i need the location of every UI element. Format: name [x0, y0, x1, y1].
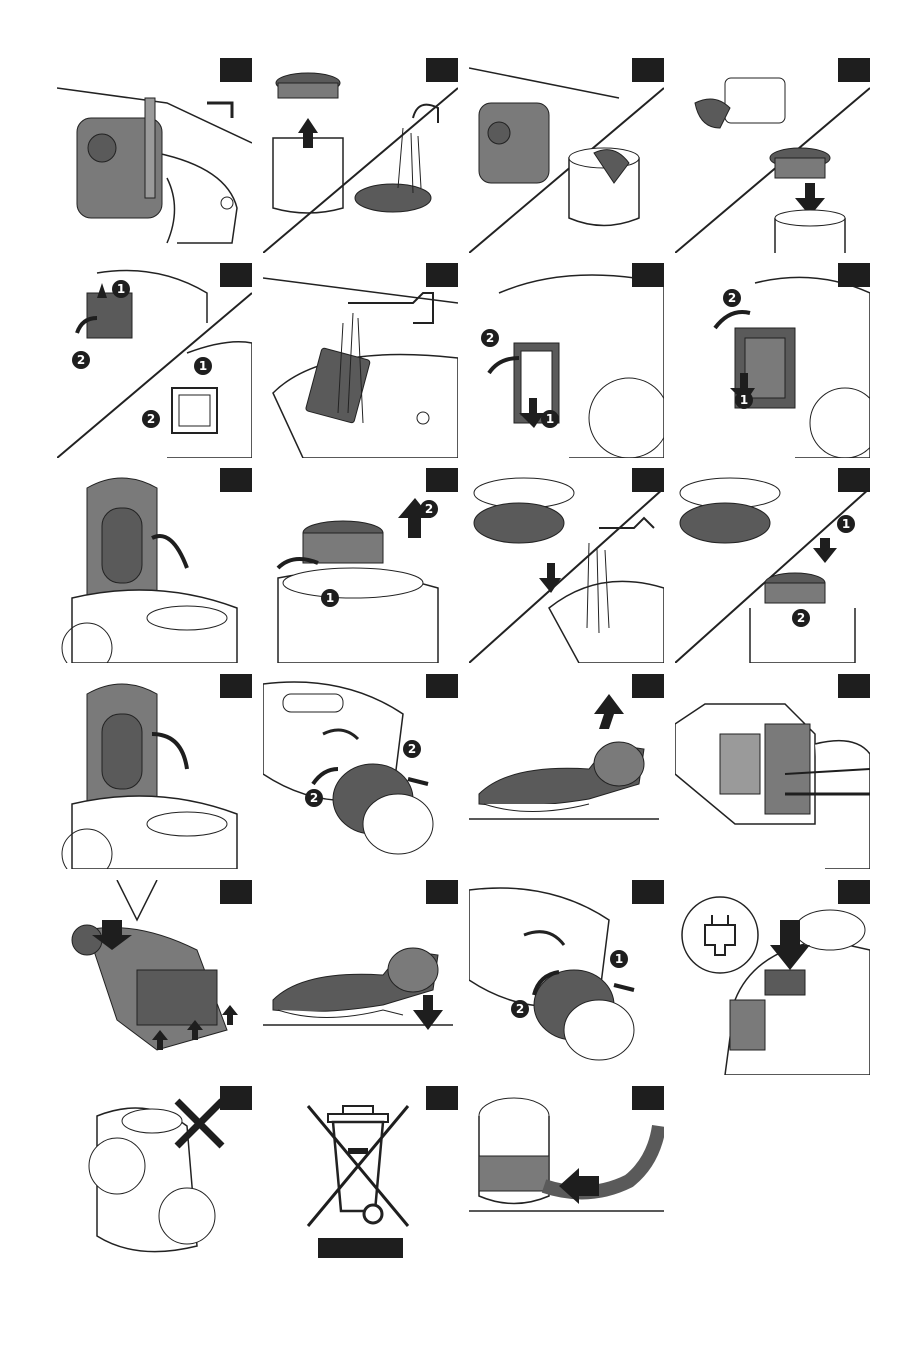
panel-number-box [426, 263, 458, 287]
illustration-hose-connect [469, 1086, 664, 1281]
illustration-hose-detach [263, 674, 458, 869]
panel-number-box [838, 674, 870, 698]
panel-16 [675, 674, 870, 869]
step-badge: 1 [194, 357, 212, 375]
step-badge: 2 [142, 410, 160, 428]
step-badge: 2 [305, 789, 323, 807]
illustration-filter-rinse-tap [469, 468, 664, 663]
panel-3 [469, 58, 664, 253]
step-badge: 1 [837, 515, 855, 533]
illustration-filter-reinsert [675, 58, 870, 253]
panel-20 [675, 880, 870, 1075]
panel-number-box [426, 468, 458, 492]
step-badge: 2 [723, 289, 741, 307]
illustration-exhaust-filter-rinse [263, 263, 458, 458]
step-badge: 1 [321, 589, 339, 607]
panel-number-box [426, 880, 458, 904]
panel-18 [263, 880, 458, 1075]
panel-number-box [426, 58, 458, 82]
panel-14: 2 2 [263, 674, 458, 869]
panel-number-box [426, 674, 458, 698]
panel-7: 2 1 [469, 263, 664, 458]
illustration-lid-close [57, 674, 252, 869]
step-badge: 2 [72, 351, 90, 369]
panel-5: 1 2 1 2 [57, 263, 252, 458]
panel-number-box [632, 468, 664, 492]
step-badge: 2 [511, 1000, 529, 1018]
panel-8: 2 1 [675, 263, 870, 458]
illustration-filter-rinse [263, 58, 458, 253]
weee-label-bar [318, 1238, 403, 1258]
illustration-filter-unscrew [263, 468, 458, 663]
panel-10: 1 2 [263, 468, 458, 663]
illustration-exhaust-filter-insert [469, 263, 664, 458]
panel-12: 1 2 [675, 468, 870, 663]
illustration-container-wash [57, 58, 252, 253]
panel-11 [469, 468, 664, 663]
step-badge: 1 [112, 280, 130, 298]
panel-9 [57, 468, 252, 663]
panel-number-box [632, 880, 664, 904]
panel-19: 1 2 [469, 880, 664, 1075]
panel-number-box [838, 468, 870, 492]
panel-number-box [632, 58, 664, 82]
illustration-lid-open [57, 468, 252, 663]
panel-number-box [220, 1086, 252, 1110]
panel-number-box [838, 263, 870, 287]
step-badge: 2 [792, 609, 810, 627]
illustration-brush-clean [675, 674, 870, 869]
panel-21 [57, 1086, 252, 1281]
panel-2 [263, 58, 458, 253]
step-badge: 1 [735, 391, 753, 409]
illustration-hose-attach [469, 880, 664, 1075]
panel-4 [675, 58, 870, 253]
illustration-nozzle-lift [469, 674, 664, 869]
panel-15 [469, 674, 664, 869]
step-badge: 2 [481, 329, 499, 347]
panel-number-box [632, 263, 664, 287]
illustration-nozzle-attach [263, 880, 458, 1075]
panel-number-box [220, 58, 252, 82]
step-badge: 1 [610, 950, 628, 968]
step-badge: 1 [541, 410, 559, 428]
panel-number-box [220, 468, 252, 492]
illustration-exhaust-grille-close [675, 263, 870, 458]
illustration-plug-cord-storage [675, 880, 870, 1075]
panel-number-box [632, 1086, 664, 1110]
panel-number-box [220, 674, 252, 698]
illustration-do-not-carry [57, 1086, 252, 1281]
illustration-nozzle-press-down [57, 880, 252, 1075]
panel-17 [57, 880, 252, 1075]
illustration-container-wipe [469, 58, 664, 253]
illustration-filter-reattach [675, 468, 870, 663]
panel-number-box [220, 263, 252, 287]
panel-23 [469, 1086, 664, 1281]
step-badge: 2 [403, 740, 421, 758]
panel-number-box [838, 58, 870, 82]
panel-6 [263, 263, 458, 458]
panel-number-box [426, 1086, 458, 1110]
panel-number-box [220, 880, 252, 904]
step-badge: 2 [420, 500, 438, 518]
panel-number-box [632, 674, 664, 698]
panel-number-box [838, 880, 870, 904]
panel-1 [57, 58, 252, 253]
panel-13 [57, 674, 252, 869]
